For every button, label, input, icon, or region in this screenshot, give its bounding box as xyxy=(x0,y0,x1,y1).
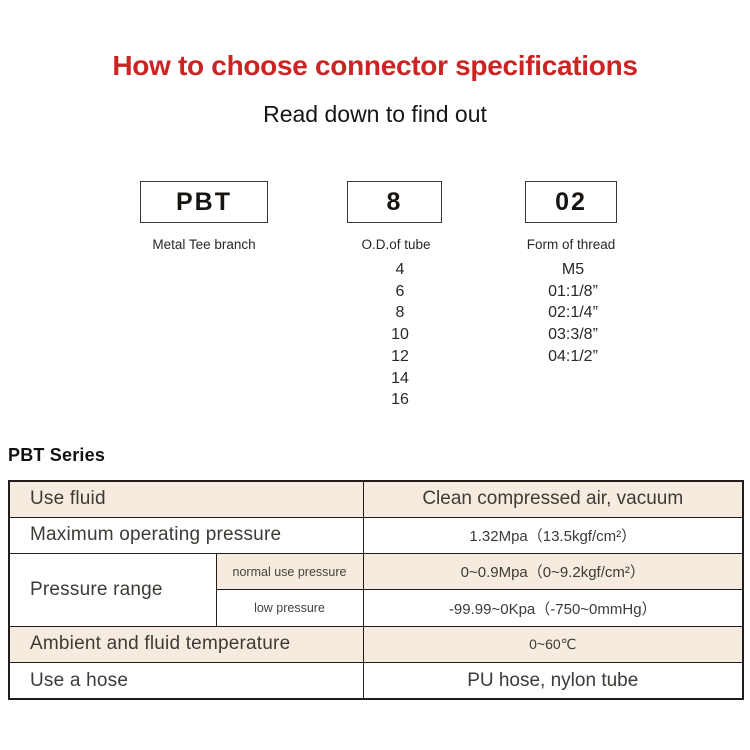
tube-od-option: 10 xyxy=(391,326,409,344)
low-pressure-value-cell: -99.99~0Kpa（-750~0mmHg） xyxy=(362,589,744,627)
temperature-value-cell: 0~60℃ xyxy=(362,625,744,664)
max-pressure-value-cell: 1.32Mpa（13.5kgf/cm²） xyxy=(362,516,744,555)
tube-od-option: 8 xyxy=(395,304,405,322)
table-row-normal-pressure: Pressure range normal use pressure 0~0.9… xyxy=(8,553,744,627)
thread-option-list: M5 01:1/8” 02:1/4” 03:3/8” 04:1/2” xyxy=(508,259,638,368)
thread-option: 02:1/4” xyxy=(548,304,598,322)
table-row-use-fluid: Use fluid Clean compressed air, vacuum xyxy=(8,480,744,518)
low-pressure-label-cell: low pressure xyxy=(215,589,364,627)
tube-od-option: 16 xyxy=(391,391,409,409)
thread-option: 01:1/8” xyxy=(548,282,598,300)
model-code-box-series: PBT xyxy=(140,181,268,223)
thread-option: 04:1/2” xyxy=(548,347,598,365)
thread-option: M5 xyxy=(561,261,585,278)
tube-od-option: 4 xyxy=(395,261,405,278)
hose-value-cell: PU hose, nylon tube xyxy=(362,662,744,700)
caption-thread: Form of thread xyxy=(526,237,616,252)
thread-option: 03:3/8” xyxy=(548,326,598,344)
temperature-label-cell: Ambient and fluid temperature xyxy=(8,625,364,664)
model-code-thread-text: 02 xyxy=(555,187,587,216)
page-title: How to choose connector specifications xyxy=(112,50,638,81)
hose-label-cell: Use a hose xyxy=(8,662,364,700)
use-fluid-value-cell: Clean compressed air, vacuum xyxy=(362,480,744,518)
normal-pressure-value-cell: 0~0.9Mpa（0~9.2kgf/cm²） xyxy=(362,553,744,591)
table-row-temperature: Ambient and fluid temperature 0~60℃ xyxy=(8,625,744,664)
caption-series: Metal Tee branch xyxy=(152,237,256,252)
table-row-hose: Use a hose PU hose, nylon tube xyxy=(8,662,744,700)
page-subtitle: Read down to find out xyxy=(263,101,487,127)
model-code-box-tube-od: 8 xyxy=(347,181,442,223)
pressure-range-label-cell: Pressure range xyxy=(8,553,217,627)
spec-table: Use fluid Clean compressed air, vacuum M… xyxy=(8,480,744,700)
use-fluid-label-cell: Use fluid xyxy=(8,480,364,518)
table-row-max-pressure: Maximum operating pressure 1.32Mpa（13.5k… xyxy=(8,516,744,555)
tube-od-option: 14 xyxy=(391,369,409,387)
model-code-box-thread: 02 xyxy=(525,181,617,223)
series-heading: PBT Series xyxy=(8,445,106,465)
tube-od-option: 12 xyxy=(391,347,409,365)
model-code-tube-od-text: 8 xyxy=(386,187,403,216)
max-pressure-label-cell: Maximum operating pressure xyxy=(8,516,364,555)
model-code-series-text: PBT xyxy=(176,187,232,216)
table-row-low-pressure: low pressure -99.99~0Kpa（-750~0mmHg） xyxy=(9,589,744,627)
normal-pressure-label-cell: normal use pressure xyxy=(215,553,364,591)
tube-od-option: 6 xyxy=(395,282,405,300)
caption-tube-od: O.D.of tube xyxy=(361,237,431,252)
tube-od-option-list: 4 6 8 10 12 14 16 xyxy=(350,259,450,411)
